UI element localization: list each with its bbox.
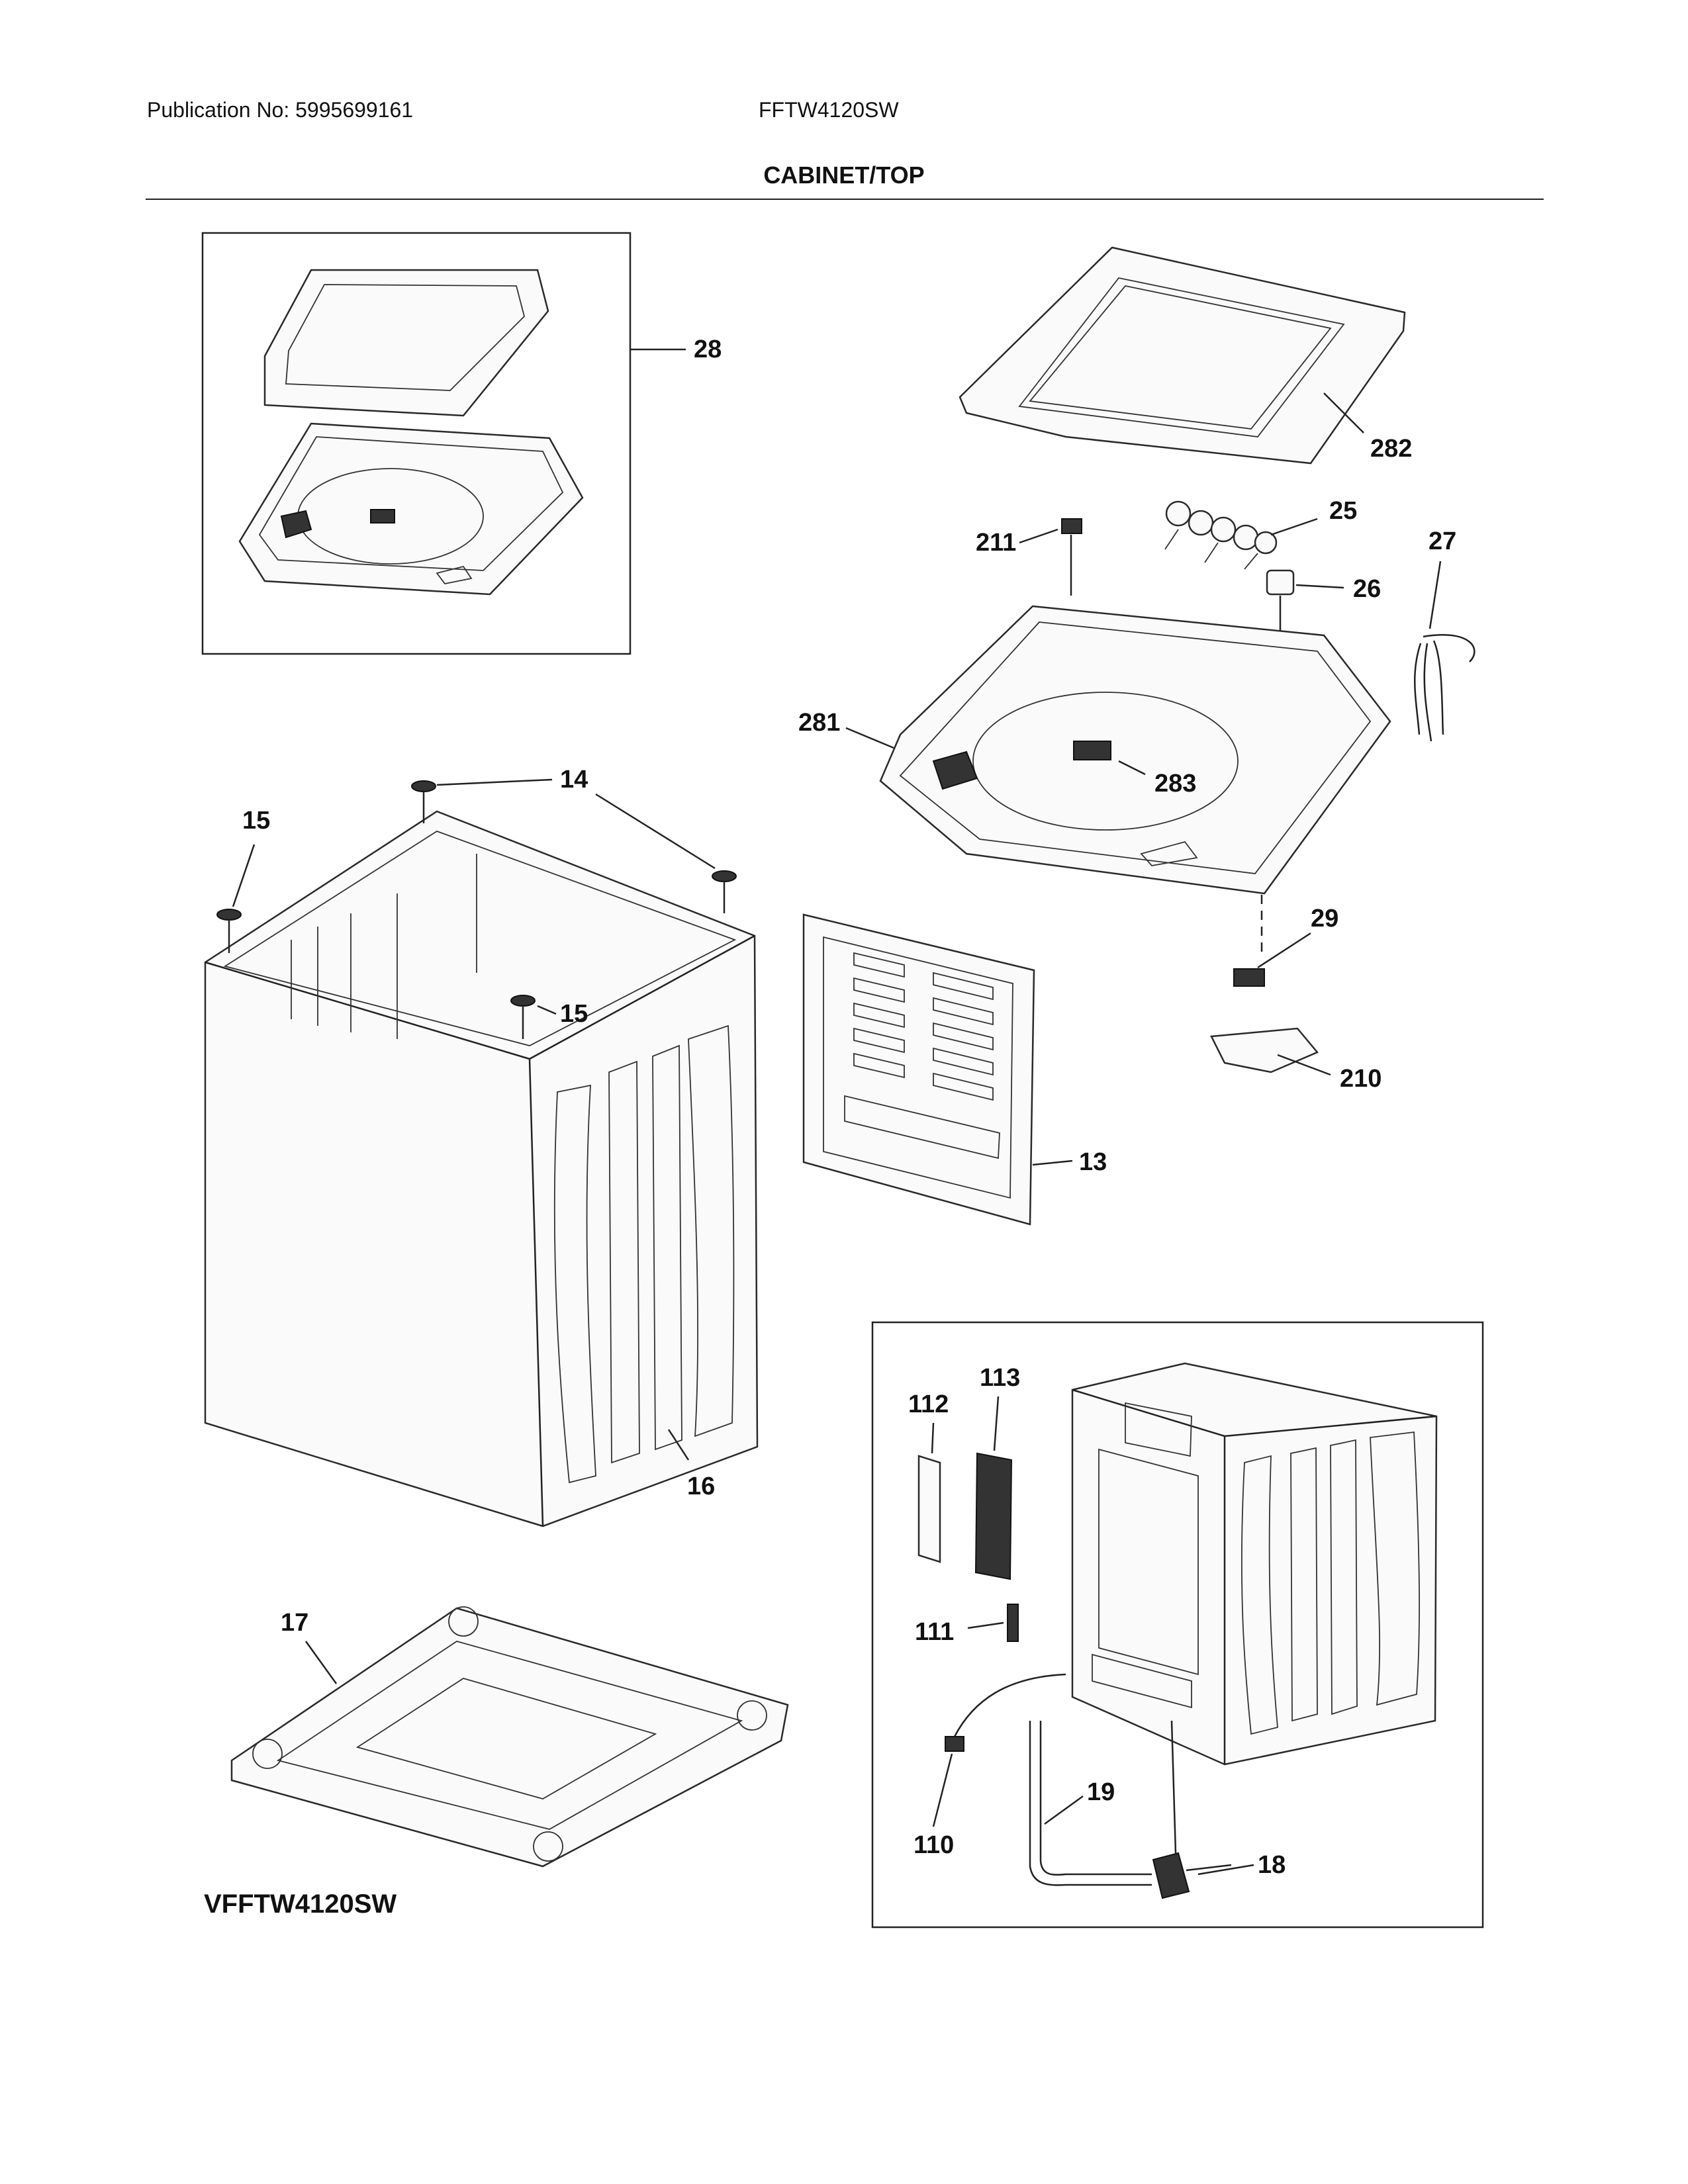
leader-211 — [1019, 528, 1058, 544]
leader-17 — [305, 1641, 338, 1684]
leader-13 — [1032, 1160, 1073, 1166]
callout-29: 29 — [1311, 905, 1338, 933]
callout-25: 25 — [1329, 497, 1357, 525]
screw-15-left — [216, 909, 242, 953]
leader-29 — [1257, 932, 1311, 969]
leader-25 — [1270, 518, 1318, 536]
leader-281 — [845, 727, 894, 749]
inset-lid-window — [285, 284, 526, 391]
leader-27 — [1429, 561, 1442, 629]
callout-211: 211 — [976, 529, 1016, 557]
rear-panel-13 — [802, 913, 1073, 1226]
inset-rear-view — [871, 1321, 1484, 1929]
lid-lock-bracket-210 — [1210, 1027, 1331, 1076]
cord-110 — [945, 1736, 964, 1752]
leader-283 — [1118, 760, 1146, 776]
header-rule — [146, 199, 1544, 200]
lid-switch-211 — [1019, 518, 1082, 596]
callout-18: 18 — [1258, 1851, 1286, 1879]
publication-number: Publication No: 5995699161 — [147, 98, 414, 122]
callout-281: 281 — [798, 709, 840, 737]
callout-111: 111 — [915, 1618, 954, 1646]
cabinet-16 — [204, 810, 759, 1527]
callout-26: 26 — [1353, 575, 1381, 603]
leader-112 — [931, 1422, 935, 1454]
inset-top-inner — [258, 436, 564, 571]
leader-14a — [436, 778, 553, 786]
callout-283: 283 — [1154, 770, 1196, 797]
control-board-113 — [974, 1452, 1013, 1580]
screw-14-right — [712, 870, 737, 913]
leader-26 — [1295, 584, 1344, 589]
callout-15-top: 15 — [242, 807, 270, 835]
leader-113 — [993, 1396, 1000, 1451]
inset-frame-rear — [871, 1321, 1484, 1929]
callout-210: 210 — [1340, 1065, 1382, 1093]
inset-lid-assembly — [201, 232, 686, 655]
callout-19: 19 — [1087, 1778, 1115, 1806]
inset-cup — [436, 565, 473, 584]
leader-110 — [932, 1753, 953, 1827]
lid-lock-29 — [1233, 932, 1311, 987]
leader-111 — [967, 1621, 1004, 1629]
inset-frame-28 — [201, 232, 632, 655]
lid-282 — [959, 246, 1406, 465]
bracket-112 — [917, 1455, 941, 1563]
callout-113: 113 — [980, 1364, 1020, 1392]
screw-14-left — [411, 780, 436, 823]
inlet-valve-25 — [1164, 500, 1318, 570]
leader-19 — [1044, 1795, 1084, 1825]
leader-210 — [1277, 1054, 1331, 1076]
inset-latch — [370, 509, 395, 523]
wire-harness-27 — [1413, 561, 1476, 742]
callout-110: 110 — [914, 1831, 954, 1859]
callout-27: 27 — [1429, 527, 1456, 555]
diagram-code: VFFTW4120SW — [204, 1889, 397, 1919]
callout-16: 16 — [687, 1473, 715, 1500]
top-281 — [845, 605, 1391, 953]
inset-dispenser — [280, 510, 312, 539]
elbow-18 — [1152, 1852, 1190, 1899]
callout-282: 282 — [1370, 435, 1412, 463]
leader-18 — [1197, 1864, 1254, 1876]
callout-28: 28 — [694, 336, 722, 363]
leader-14b — [595, 793, 716, 870]
callout-13: 13 — [1079, 1148, 1107, 1176]
inset-top — [238, 422, 584, 596]
callout-14: 14 — [560, 766, 588, 794]
model-number: FFTW4120SW — [759, 98, 899, 122]
leader-15b — [537, 1005, 557, 1015]
leader-16 — [667, 1429, 690, 1461]
section-title: CABINET/TOP — [763, 161, 925, 189]
sensor-111 — [1007, 1604, 1019, 1642]
screw-15-center — [510, 995, 536, 1039]
drain-hose-19 — [1029, 1721, 1152, 1886]
callout-112: 112 — [908, 1390, 949, 1418]
base-17 — [230, 1606, 789, 1868]
inset-lid — [263, 269, 549, 417]
callout-15-center: 15 — [560, 1000, 588, 1028]
callout-17: 17 — [281, 1609, 308, 1637]
leader-15a — [232, 844, 256, 907]
leader-282 — [1323, 392, 1364, 433]
